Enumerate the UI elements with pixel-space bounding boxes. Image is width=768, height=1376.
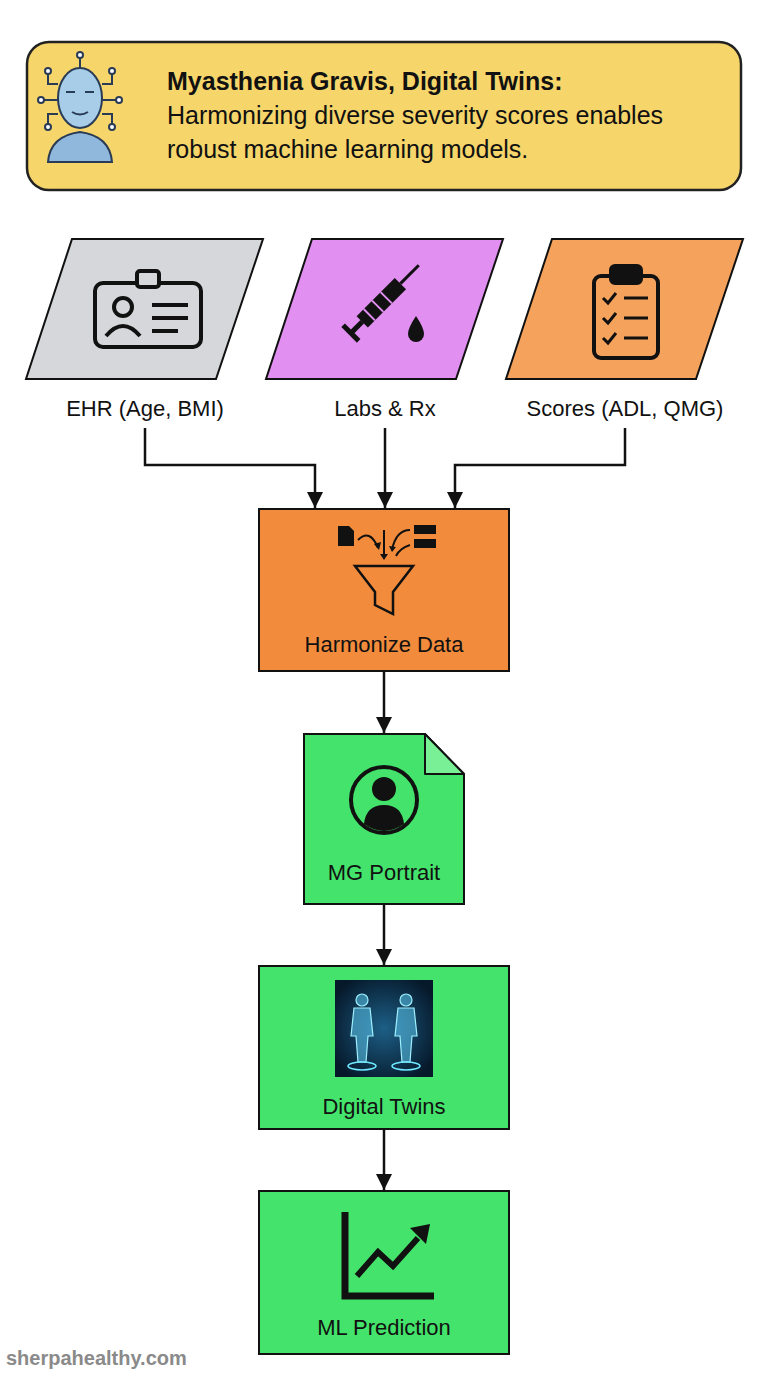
document-shape [303,733,465,905]
flow-arrow [383,905,386,965]
robot-icon [38,52,122,162]
parallelogram-shape [25,238,265,380]
id-card-icon [95,271,201,347]
process-box: Harmonize Data [258,508,510,672]
input-parallelogram: EHR (Age, BMI) [25,238,265,428]
trend-chart-icon [345,1212,434,1296]
watermark: sherpahealthy.com [6,1346,306,1370]
input-parallelogram: Scores (ADL, QMG) [505,238,745,428]
process-box: Digital Twins [258,965,510,1130]
parallelogram-shape [265,238,505,380]
portrait-icon [351,767,417,833]
diagram-title: Myasthenia Gravis, Digital Twins: [167,64,727,98]
node-label: Labs & Rx [265,396,505,422]
input-parallelogram: Labs & Rx [265,238,505,428]
node-label: MG Portrait [303,860,465,886]
flow-arrow [455,428,625,508]
flow-arrow [384,428,387,508]
node-label: Harmonize Data [260,632,508,658]
parallelogram-shape [505,238,745,380]
node-label: Digital Twins [260,1094,508,1120]
clipboard-icon [594,266,658,358]
twins-image [335,980,433,1077]
subtitle-text: Harmonizing diverse severity scores enab… [167,98,667,166]
document-box: MG Portrait [303,733,465,905]
flow-arrow [145,428,315,508]
node-label: ML Prediction [260,1315,508,1341]
process-box: ML Prediction [258,1190,510,1355]
flow-arrow [383,672,386,733]
syringe-icon [343,257,426,342]
node-label: Scores (ADL, QMG) [505,396,745,422]
funnel-icon [338,525,436,614]
title-banner [27,42,741,190]
flow-arrow [383,1130,386,1190]
node-label: EHR (Age, BMI) [25,396,265,422]
